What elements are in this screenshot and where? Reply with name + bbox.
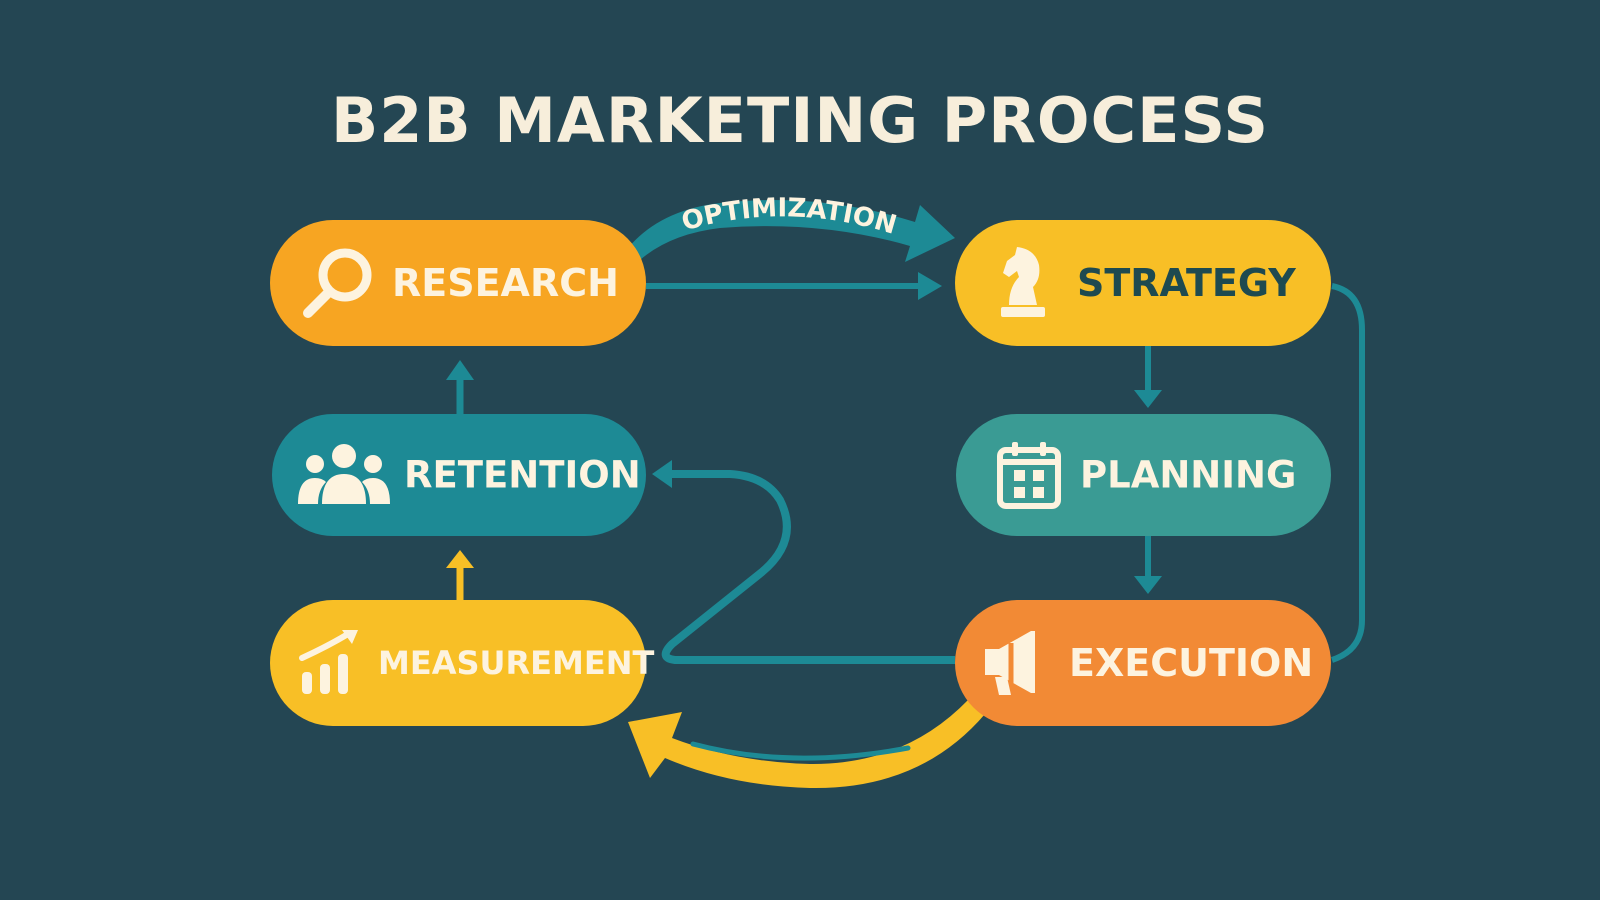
node-planning: PLANNING bbox=[956, 414, 1331, 536]
node-retention-label: RETENTION bbox=[404, 453, 641, 497]
planning-to-execution-arrow bbox=[1134, 536, 1162, 594]
chess-knight-icon bbox=[1001, 247, 1045, 317]
node-measurement: MEASUREMENT bbox=[270, 600, 654, 726]
node-execution: EXECUTION bbox=[955, 600, 1331, 726]
node-research-label: RESEARCH bbox=[392, 261, 619, 305]
execution-to-measurement-arrow bbox=[628, 700, 985, 789]
calendar-icon bbox=[997, 442, 1061, 509]
strategy-execution-side-connector bbox=[1330, 283, 1365, 663]
optimization-arrow-band bbox=[628, 200, 955, 262]
node-planning-label: PLANNING bbox=[1080, 453, 1297, 497]
optimization-arrow: OPTIMIZATION bbox=[628, 193, 955, 262]
strategy-to-planning-arrow bbox=[1134, 346, 1162, 408]
bar-chart-icon bbox=[299, 630, 358, 694]
measurement-to-retention-arrow bbox=[446, 550, 474, 600]
research-to-strategy-arrow bbox=[646, 272, 942, 300]
people-group-icon bbox=[298, 444, 390, 504]
node-execution-label: EXECUTION bbox=[1069, 641, 1314, 685]
megaphone-icon bbox=[985, 631, 1035, 695]
node-strategy: STRATEGY bbox=[955, 220, 1331, 346]
node-strategy-label: STRATEGY bbox=[1077, 261, 1296, 305]
node-measurement-label: MEASUREMENT bbox=[378, 644, 655, 682]
node-research: RESEARCH bbox=[270, 220, 646, 346]
node-retention: RETENTION bbox=[272, 414, 646, 536]
optimization-label: OPTIMIZATION bbox=[679, 193, 900, 241]
execution-to-retention-arrow bbox=[652, 460, 955, 664]
diagram-title: B2B MARKETING PROCESS bbox=[330, 84, 1270, 157]
retention-to-research-arrow bbox=[446, 360, 474, 414]
magnifier-icon bbox=[303, 248, 372, 318]
